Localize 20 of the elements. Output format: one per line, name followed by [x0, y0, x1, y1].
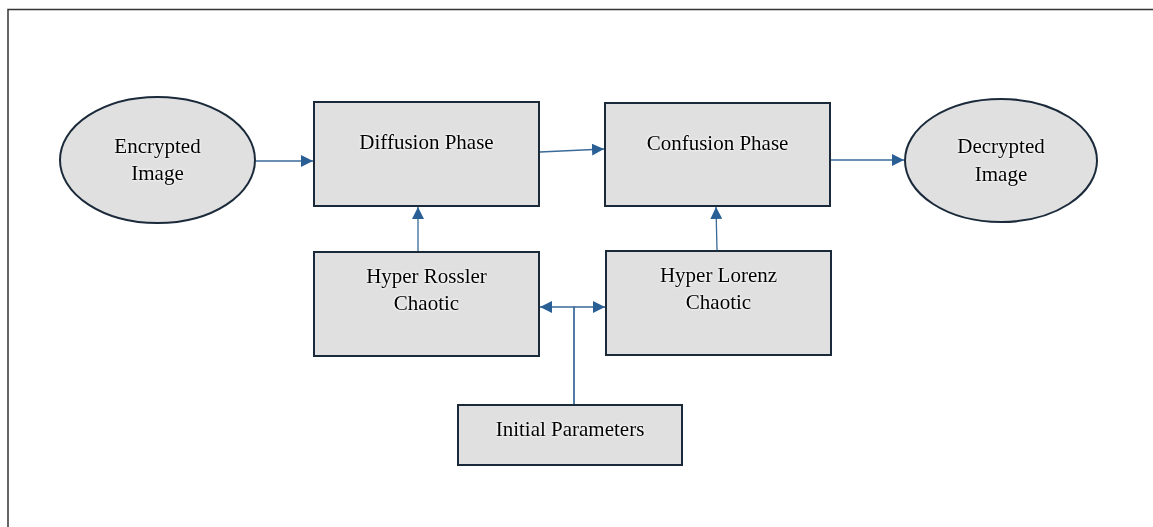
- ellipse-node: [904, 98, 1098, 223]
- arrow: [573, 301, 606, 405]
- arrow: [830, 154, 905, 166]
- node-label: Hyper Rossler Chaotic: [365, 263, 488, 318]
- arrow: [710, 206, 723, 251]
- process-box: [605, 250, 832, 356]
- node-label: Confusion Phase: [646, 130, 789, 157]
- node-label: Diffusion Phase: [359, 129, 494, 156]
- process-box: [457, 404, 683, 466]
- node-label: Initial Parameters: [495, 416, 645, 443]
- node-label: Decrypted Image: [956, 133, 1046, 188]
- node-label: Encrypted Image: [113, 132, 202, 187]
- arrow: [255, 155, 314, 167]
- process-box: [604, 102, 831, 207]
- arrow: [539, 143, 605, 156]
- arrow: [412, 206, 424, 252]
- process-box: [313, 101, 540, 207]
- process-box: [313, 251, 540, 357]
- node-label: Hyper Lorenz Chaotic: [658, 262, 779, 317]
- ellipse-node: [59, 96, 256, 224]
